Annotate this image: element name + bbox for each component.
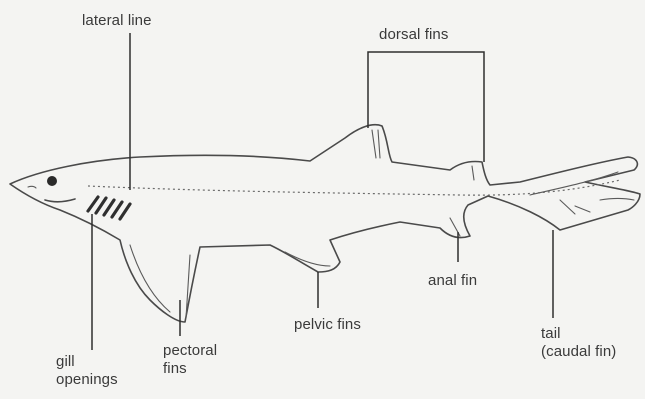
label-anal-fin: anal fin (428, 272, 477, 290)
label-tail-line1: tail (541, 325, 616, 343)
label-gill-openings: gill openings (56, 353, 118, 389)
fin-rays (130, 130, 634, 318)
shark-body-outline (10, 125, 640, 322)
label-pectoral-fins: pectoral fins (163, 342, 217, 378)
dorsal-fins-bracket (368, 52, 484, 162)
label-tail: tail (caudal fin) (541, 325, 616, 361)
gill-slits (88, 197, 130, 219)
label-pectoral-fins-line1: pectoral (163, 342, 217, 360)
label-pelvic-fins: pelvic fins (294, 316, 361, 334)
eye (47, 176, 57, 186)
label-gill-openings-line2: openings (56, 371, 118, 389)
mouth-line (45, 199, 75, 202)
nostril (28, 186, 36, 188)
label-tail-line2: (caudal fin) (541, 343, 616, 361)
label-gill-openings-line1: gill (56, 353, 118, 371)
label-pectoral-fins-line2: fins (163, 360, 217, 378)
label-lateral-line: lateral line (82, 12, 152, 30)
label-dorsal-fins: dorsal fins (379, 26, 448, 44)
